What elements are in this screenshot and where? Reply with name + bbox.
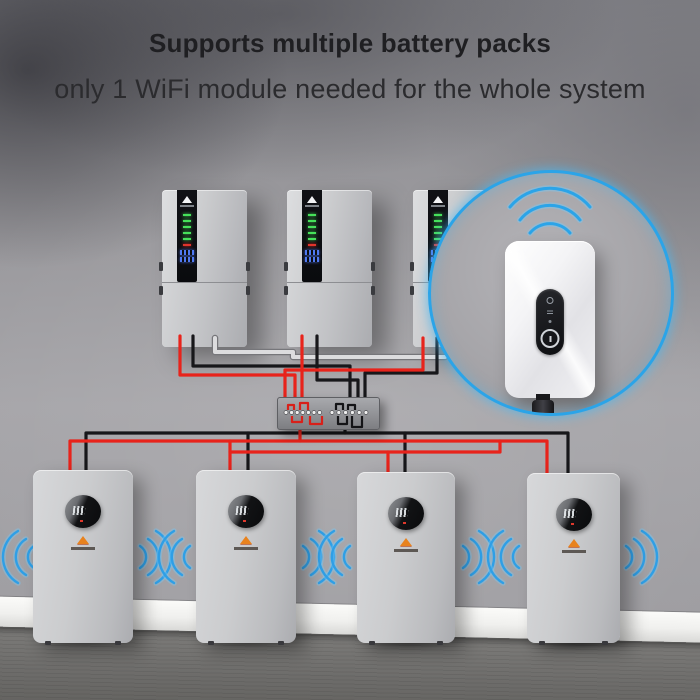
battery-foot — [278, 641, 284, 645]
soc-display — [235, 506, 249, 515]
brand-logo-text — [394, 549, 418, 552]
led-indicator-column — [308, 214, 316, 240]
led-indicator-column — [434, 214, 442, 240]
battery-pack-3 — [357, 472, 455, 645]
title-subheading: only 1 WiFi module needed for the whole … — [54, 74, 646, 104]
brand-logo-icon — [240, 536, 252, 544]
brand-logo-icon — [77, 536, 89, 544]
battery-foot — [437, 641, 443, 645]
inverter-unit-1 — [159, 190, 250, 347]
module-cable-connector — [532, 400, 554, 413]
inverter-brand-text — [431, 205, 445, 207]
brand-logo-text — [234, 547, 258, 550]
module-cable — [536, 394, 550, 402]
battery-display-oval — [228, 495, 264, 528]
led-indicator-column — [183, 214, 191, 240]
busbar-detail — [283, 401, 369, 429]
red-led-indicator — [308, 244, 316, 246]
battery-pack-2 — [196, 470, 296, 645]
mount-clip — [410, 286, 414, 295]
mount-clip — [371, 262, 375, 271]
mountain-logo-icon — [182, 196, 192, 203]
battery-display-oval — [555, 498, 592, 531]
inverter-brand-text — [305, 205, 319, 207]
positive-jumper-wires — [286, 401, 324, 426]
wifi-signal-icon — [300, 528, 337, 586]
inverter-display-strip — [302, 190, 322, 282]
mount-clip — [410, 262, 414, 271]
red-led-indicator — [183, 244, 191, 246]
soc-display — [72, 506, 86, 515]
wifi-callout-circle — [428, 170, 674, 416]
mount-clip — [284, 286, 288, 295]
module-control-panel — [536, 289, 564, 355]
battery-foot — [208, 641, 214, 645]
mount-clip — [371, 286, 375, 295]
status-display — [180, 250, 194, 262]
status-led — [403, 522, 406, 524]
mount-clip — [159, 286, 163, 295]
battery-display-oval — [65, 495, 101, 528]
power-indicator-icon — [546, 297, 554, 304]
inverter-brand-text — [180, 205, 194, 207]
battery-foot — [539, 641, 545, 645]
busbar-terminal-screws — [283, 410, 369, 415]
battery-foot — [115, 641, 121, 645]
comm-cable-wire — [211, 334, 449, 361]
battery-pack-1 — [33, 470, 133, 645]
mount-clip — [284, 262, 288, 271]
wifi-signal-icon — [156, 528, 193, 586]
wifi-signal-icon — [316, 528, 353, 586]
battery-foot — [369, 641, 375, 645]
signal-indicator-icon — [547, 309, 553, 314]
soc-display — [563, 509, 576, 518]
negative-jumper-wires — [334, 402, 364, 429]
title-block: Supports multiple battery packs only 1 W… — [0, 28, 700, 105]
mountain-logo-icon — [307, 196, 317, 203]
title-heading: Supports multiple battery packs — [148, 28, 552, 58]
wifi-signal-icon — [485, 528, 522, 586]
busbar-terminal-block — [277, 397, 380, 430]
soc-display — [395, 508, 409, 517]
inverter-display-strip — [177, 190, 197, 282]
brand-logo-text — [71, 547, 95, 550]
brand-logo-icon — [567, 539, 580, 547]
status-led — [80, 520, 83, 522]
wifi-signal-icon — [0, 528, 37, 586]
battery-display-oval — [388, 497, 424, 530]
wifi-signal-icon — [623, 528, 660, 586]
module-power-button — [540, 329, 560, 348]
brand-logo-text — [561, 550, 586, 553]
inverter-lower-panel — [162, 282, 247, 347]
wifi-module-device — [505, 241, 595, 398]
brand-logo-icon — [400, 538, 412, 546]
status-indicator-icon — [548, 320, 552, 323]
mount-clip — [246, 262, 250, 271]
positive-wires — [68, 334, 549, 479]
status-display — [305, 250, 319, 262]
wifi-signal-icon — [460, 528, 497, 586]
mount-clip — [159, 262, 163, 271]
module-wifi-signal-icon — [507, 185, 593, 236]
status-led — [243, 520, 246, 522]
mountain-logo-icon — [433, 196, 443, 203]
status-led — [570, 523, 574, 525]
battery-foot — [45, 641, 51, 645]
battery-pack-4 — [527, 473, 620, 645]
battery-foot — [602, 641, 608, 645]
mount-clip — [246, 286, 250, 295]
